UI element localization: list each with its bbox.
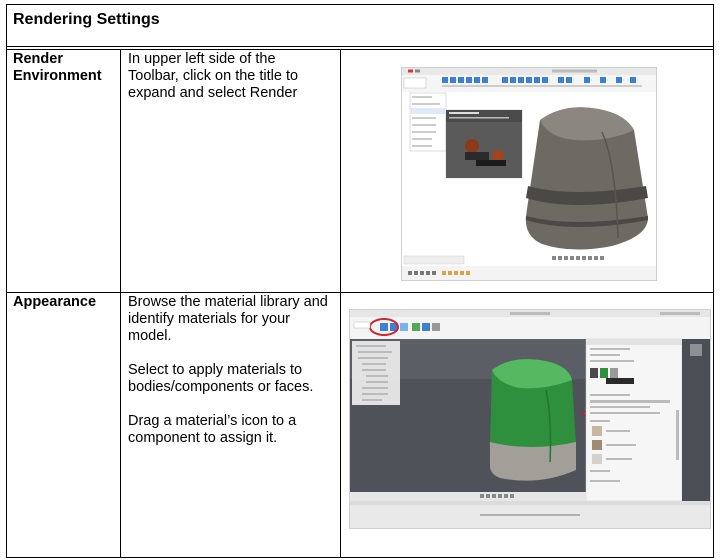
render-workspace-screenshot-graphic (402, 68, 656, 280)
appearance-screenshot (349, 309, 711, 529)
row-divider (7, 292, 713, 293)
appearance-screenshot-graphic (350, 310, 710, 528)
render-workspace-screenshot (401, 67, 657, 281)
row-divider (7, 49, 713, 50)
column-divider (120, 49, 121, 557)
row-description-render-environment: In upper left side of the Toolbar, click… (128, 51, 299, 101)
column-divider (340, 49, 341, 557)
row-description-appearance: Browse the material library and identify… (128, 294, 328, 446)
row-label-render-environment: Render Environment (13, 51, 102, 84)
row-divider (7, 46, 713, 47)
rendering-settings-table: Rendering Settings Render Environment In… (6, 4, 714, 558)
row-label-appearance: Appearance (13, 294, 97, 310)
table-title: Rendering Settings (13, 11, 160, 28)
